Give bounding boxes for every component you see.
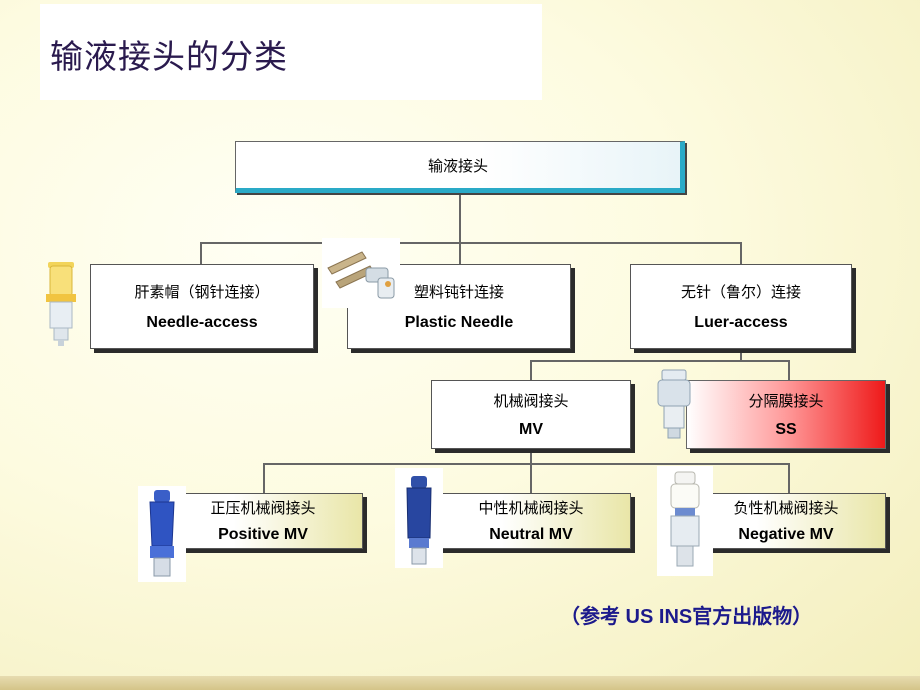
node-cn-label: 中性机械阀接头 xyxy=(478,499,584,517)
node-cn-label: 分隔膜接头 xyxy=(748,391,824,410)
title-panel xyxy=(40,4,542,100)
node-cn-label: 塑料钝针连接 xyxy=(413,282,504,301)
blue-neutral-valve-image xyxy=(395,468,443,568)
node-en-label: SS xyxy=(775,420,797,438)
bottom-bar xyxy=(0,676,920,690)
node-cn-label: 机械阀接头 xyxy=(493,391,569,410)
connector-line xyxy=(788,360,790,380)
node-en-label: Needle-access xyxy=(146,313,258,331)
connector-line xyxy=(200,242,202,264)
node-negative-mv: 负性机械阀接头 Negative MV xyxy=(686,493,886,549)
connector-line xyxy=(459,242,461,264)
node-en-label: Plastic Needle xyxy=(404,313,514,331)
node-en-label: Luer-access xyxy=(694,313,788,331)
slide-title: 输液接头的分类 xyxy=(50,37,288,76)
blue-positive-valve-image xyxy=(138,486,186,582)
connector-line xyxy=(200,242,741,244)
node-mv: 机械阀接头 MV xyxy=(431,380,631,449)
connector-line xyxy=(263,463,789,465)
node-ss: 分隔膜接头 SS xyxy=(686,380,886,449)
connector-line xyxy=(530,448,532,464)
node-en-label: MV xyxy=(519,420,543,438)
connector-line xyxy=(740,347,742,361)
connector-line xyxy=(788,463,790,493)
node-cn-label: 正压机械阀接头 xyxy=(210,499,316,517)
yellow-heparin-cap-image xyxy=(46,262,76,346)
node-en-label: Neutral MV xyxy=(489,526,573,543)
connector-line xyxy=(459,193,461,243)
connector-line xyxy=(530,360,532,380)
reference-note: （参考 US INS官方出版物） xyxy=(560,606,813,628)
root-node-label: 输液接头 xyxy=(427,156,488,175)
node-neutral-mv: 中性机械阀接头 Neutral MV xyxy=(431,493,631,549)
node-positive-mv: 正压机械阀接头 Positive MV xyxy=(163,493,363,549)
node-cn-label: 肝素帽（钢针连接） xyxy=(134,282,270,301)
node-en-label: Negative MV xyxy=(738,526,834,543)
connector-line xyxy=(530,463,532,493)
connector-line xyxy=(263,463,265,493)
node-cn-label: 负性机械阀接头 xyxy=(733,499,839,517)
node-luer-access: 无针（鲁尔）连接 Luer-access xyxy=(630,264,852,349)
node-cn-label: 无针（鲁尔）连接 xyxy=(680,282,801,301)
connector-line xyxy=(530,360,790,362)
clear-split-septum-connector-image xyxy=(657,369,691,439)
node-needle-access: 肝素帽（钢针连接） Needle-access xyxy=(90,264,314,349)
connector-line xyxy=(740,242,742,264)
plastic-blunt-needle-image xyxy=(322,238,400,308)
root-node: 输液接头 xyxy=(235,141,685,193)
clear-negative-valve-image xyxy=(657,466,713,576)
node-en-label: Positive MV xyxy=(218,526,308,543)
